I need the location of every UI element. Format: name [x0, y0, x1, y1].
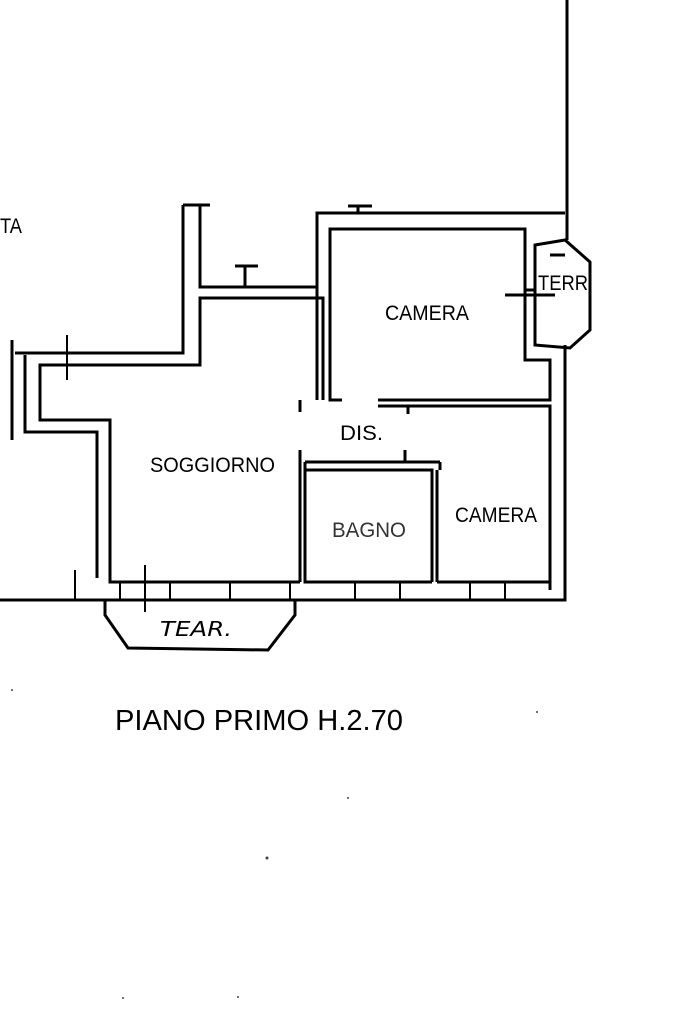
walls [0, 0, 592, 652]
room-label-camera-bottom: CAMERA [455, 504, 537, 527]
room-label-bagno: BAGNO [332, 519, 406, 542]
room-label-soggiorno: SOGGIORNO [150, 454, 275, 477]
room-label-terrace-right: TERR [538, 272, 588, 295]
room-label-camera-top: CAMERA [385, 302, 469, 325]
scan-specks [11, 689, 538, 999]
room-label-dis: DIS. [340, 422, 383, 445]
room-label-terrace-bottom: TEAR. [160, 617, 232, 641]
plan-title: PIANO PRIMO H.2.70 [115, 705, 403, 737]
cut-label: TA [0, 215, 22, 238]
